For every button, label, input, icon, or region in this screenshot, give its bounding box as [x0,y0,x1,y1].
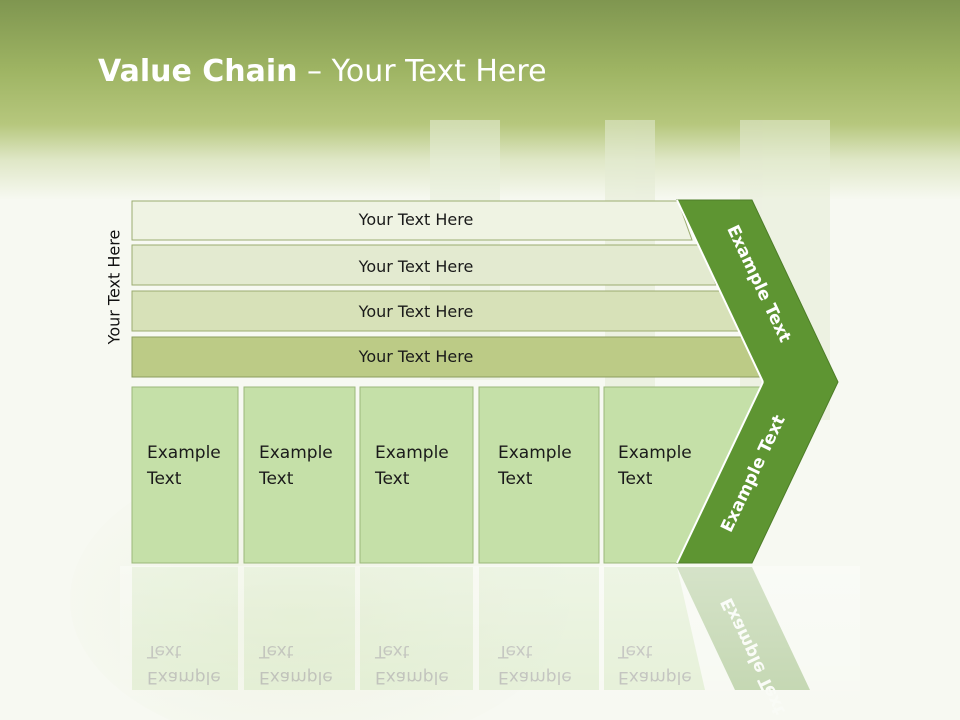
column-1 [131,386,239,564]
column-5-line2: Text [617,469,653,489]
page-title-bold: Value Chain [98,54,298,89]
page-title-rest: – Your Text Here [297,54,547,89]
column-2-line2: Text [258,469,294,489]
bar-1-label: Your Text Here [358,210,474,229]
column-5-line1: Example [618,443,692,463]
reflection-fade [120,566,860,720]
column-4 [478,386,600,564]
bar-2-label: Your Text Here [358,257,474,276]
bar-stack: Your Text Here Your Text Here Your Text … [131,200,764,378]
column-2 [243,386,356,564]
column-3 [359,386,474,564]
column-4-line1: Example [498,443,572,463]
column-1-line2: Text [146,469,182,489]
column-3-line2: Text [374,469,410,489]
vertical-side-label: Your Text Here [104,229,124,345]
column-row: Example Text Example Text Example Text E… [131,386,764,564]
page-title: Value Chain – Your Text Here [98,54,547,89]
bar-3-label: Your Text Here [358,302,474,321]
column-3-line1: Example [375,443,449,463]
bar-1 [131,200,693,241]
column-1-line1: Example [147,443,221,463]
bar-2 [131,244,717,286]
column-4-line2: Text [497,469,533,489]
column-2-line1: Example [259,443,333,463]
bar-4-label: Your Text Here [358,347,474,366]
